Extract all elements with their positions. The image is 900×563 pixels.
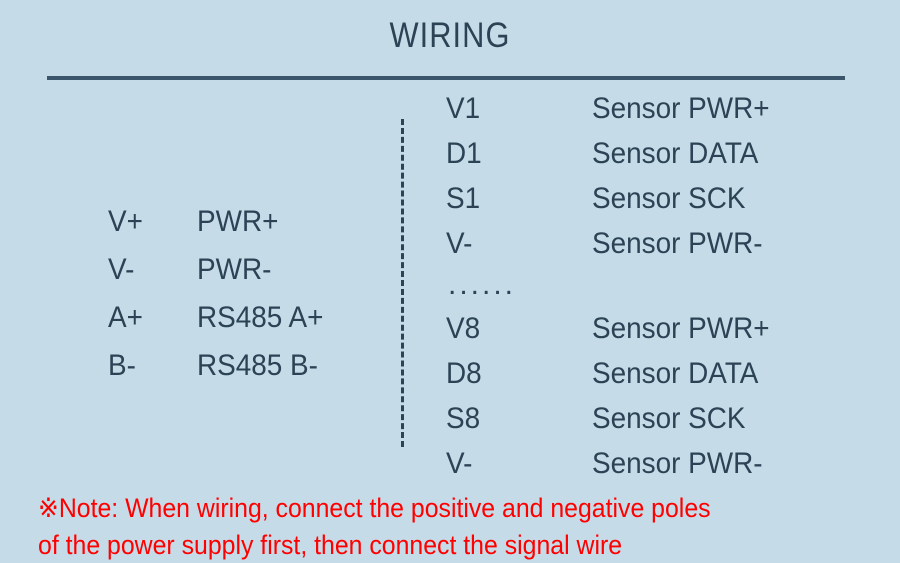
sensor-code: D1 — [446, 137, 482, 170]
terminal-description: RS485 A+ — [197, 301, 324, 334]
terminal-code: B- — [108, 349, 136, 382]
sensor-description: Sensor DATA — [592, 357, 759, 390]
terminal-code: V+ — [108, 205, 143, 238]
sensor-code: S1 — [446, 182, 481, 215]
sensor-code: V- — [446, 447, 473, 480]
page-title: WIRING — [389, 16, 511, 55]
sensor-description: Sensor DATA — [592, 137, 759, 170]
sensor-code: V8 — [446, 312, 481, 345]
note-line-1: ※Note: When wiring, connect the positive… — [38, 493, 711, 523]
terminal-description: PWR+ — [197, 205, 279, 238]
header-divider-rule — [47, 76, 845, 80]
sensor-description: Sensor SCK — [592, 182, 746, 215]
terminal-description: RS485 B- — [197, 349, 318, 382]
ellipsis-indicator: ...... — [448, 268, 517, 301]
sensor-code: D8 — [446, 357, 482, 390]
dashed-vertical-divider — [401, 119, 404, 447]
sensor-code: V- — [446, 227, 473, 260]
note-line-2: of the power supply first, then connect … — [38, 530, 623, 560]
wiring-note: ※Note: When wiring, connect the positive… — [38, 490, 811, 563]
sensor-code: V1 — [446, 92, 481, 125]
terminal-description: PWR- — [197, 253, 272, 286]
sensor-code: S8 — [446, 402, 481, 435]
sensor-description: Sensor SCK — [592, 402, 746, 435]
terminal-code: A+ — [108, 301, 143, 334]
terminal-code: V- — [108, 253, 135, 286]
sensor-description: Sensor PWR- — [592, 447, 763, 480]
sensor-description: Sensor PWR- — [592, 227, 763, 260]
sensor-description: Sensor PWR+ — [592, 312, 770, 345]
sensor-description: Sensor PWR+ — [592, 92, 770, 125]
